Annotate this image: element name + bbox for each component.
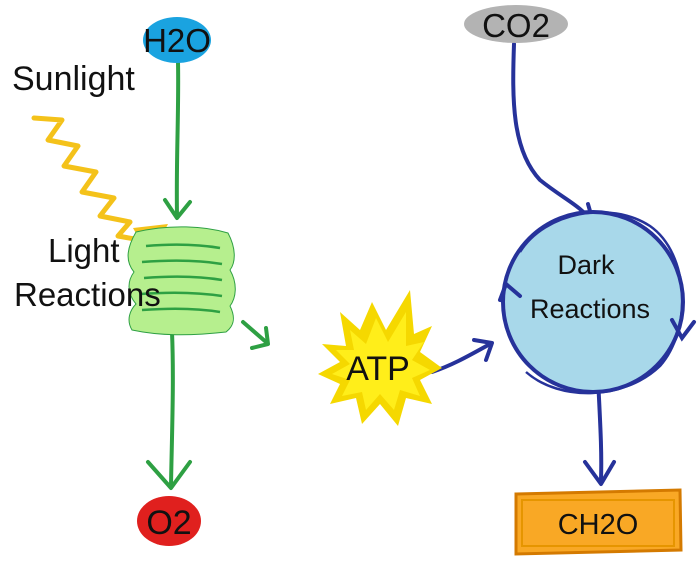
atp-node: ATP: [318, 290, 442, 426]
dark-cycle-arrowhead-left: [498, 280, 522, 302]
h2o-label: H2O: [143, 22, 211, 59]
dark-reactions-node: Dark Reactions: [498, 210, 696, 395]
arrow-co2-to-dark: [511, 42, 594, 224]
ch2o-box: [514, 488, 683, 556]
arrow-h2o-to-light: [174, 60, 181, 217]
ch2o-node: CH2O: [514, 488, 683, 556]
atp-label: ATP: [346, 350, 410, 388]
sunlight-label: Sunlight: [12, 60, 135, 98]
light-reactions-label-line2: Reactions: [14, 276, 161, 313]
h2o-ellipse: [143, 17, 211, 63]
arrow-light-to-o2: [169, 330, 175, 487]
arrowhead-h2o-to-light: [163, 198, 192, 220]
dark-cycle-arrowhead-right: [670, 318, 696, 342]
chloroplast-body: [127, 226, 236, 336]
co2-node: CO2: [464, 5, 568, 44]
co2-label: CO2: [482, 7, 550, 44]
ch2o-label: CH2O: [558, 509, 639, 541]
light-arrows: [146, 60, 270, 490]
arrowhead-atp-to-dark: [472, 338, 494, 362]
arrow-light-to-atp: [241, 320, 268, 344]
o2-label: O2: [146, 504, 191, 542]
thylakoid-lines: [139, 243, 223, 314]
sunlight-node: Sunlight: [12, 60, 168, 258]
sunlight-ray: [31, 115, 143, 243]
dark-cycle-sketch: [518, 211, 684, 395]
arrowhead-light-to-atp: [250, 326, 270, 350]
co2-ellipse: [464, 5, 568, 43]
arrowhead-dark-to-ch2o: [583, 460, 616, 486]
o2-node: O2: [137, 496, 201, 546]
atp-starburst-inner: [332, 312, 430, 410]
h2o-node: H2O: [143, 17, 211, 63]
arrowhead-light-to-o2: [146, 460, 192, 490]
light-reactions-label-line1: Light: [48, 232, 120, 269]
o2-ellipse: [137, 496, 201, 546]
dark-reactions-label-line1: Dark: [557, 250, 615, 280]
ch2o-box-inner: [521, 499, 675, 547]
light-reactions-node: Light Reactions: [14, 226, 236, 336]
dark-reactions-label-line2: Reactions: [530, 294, 650, 324]
